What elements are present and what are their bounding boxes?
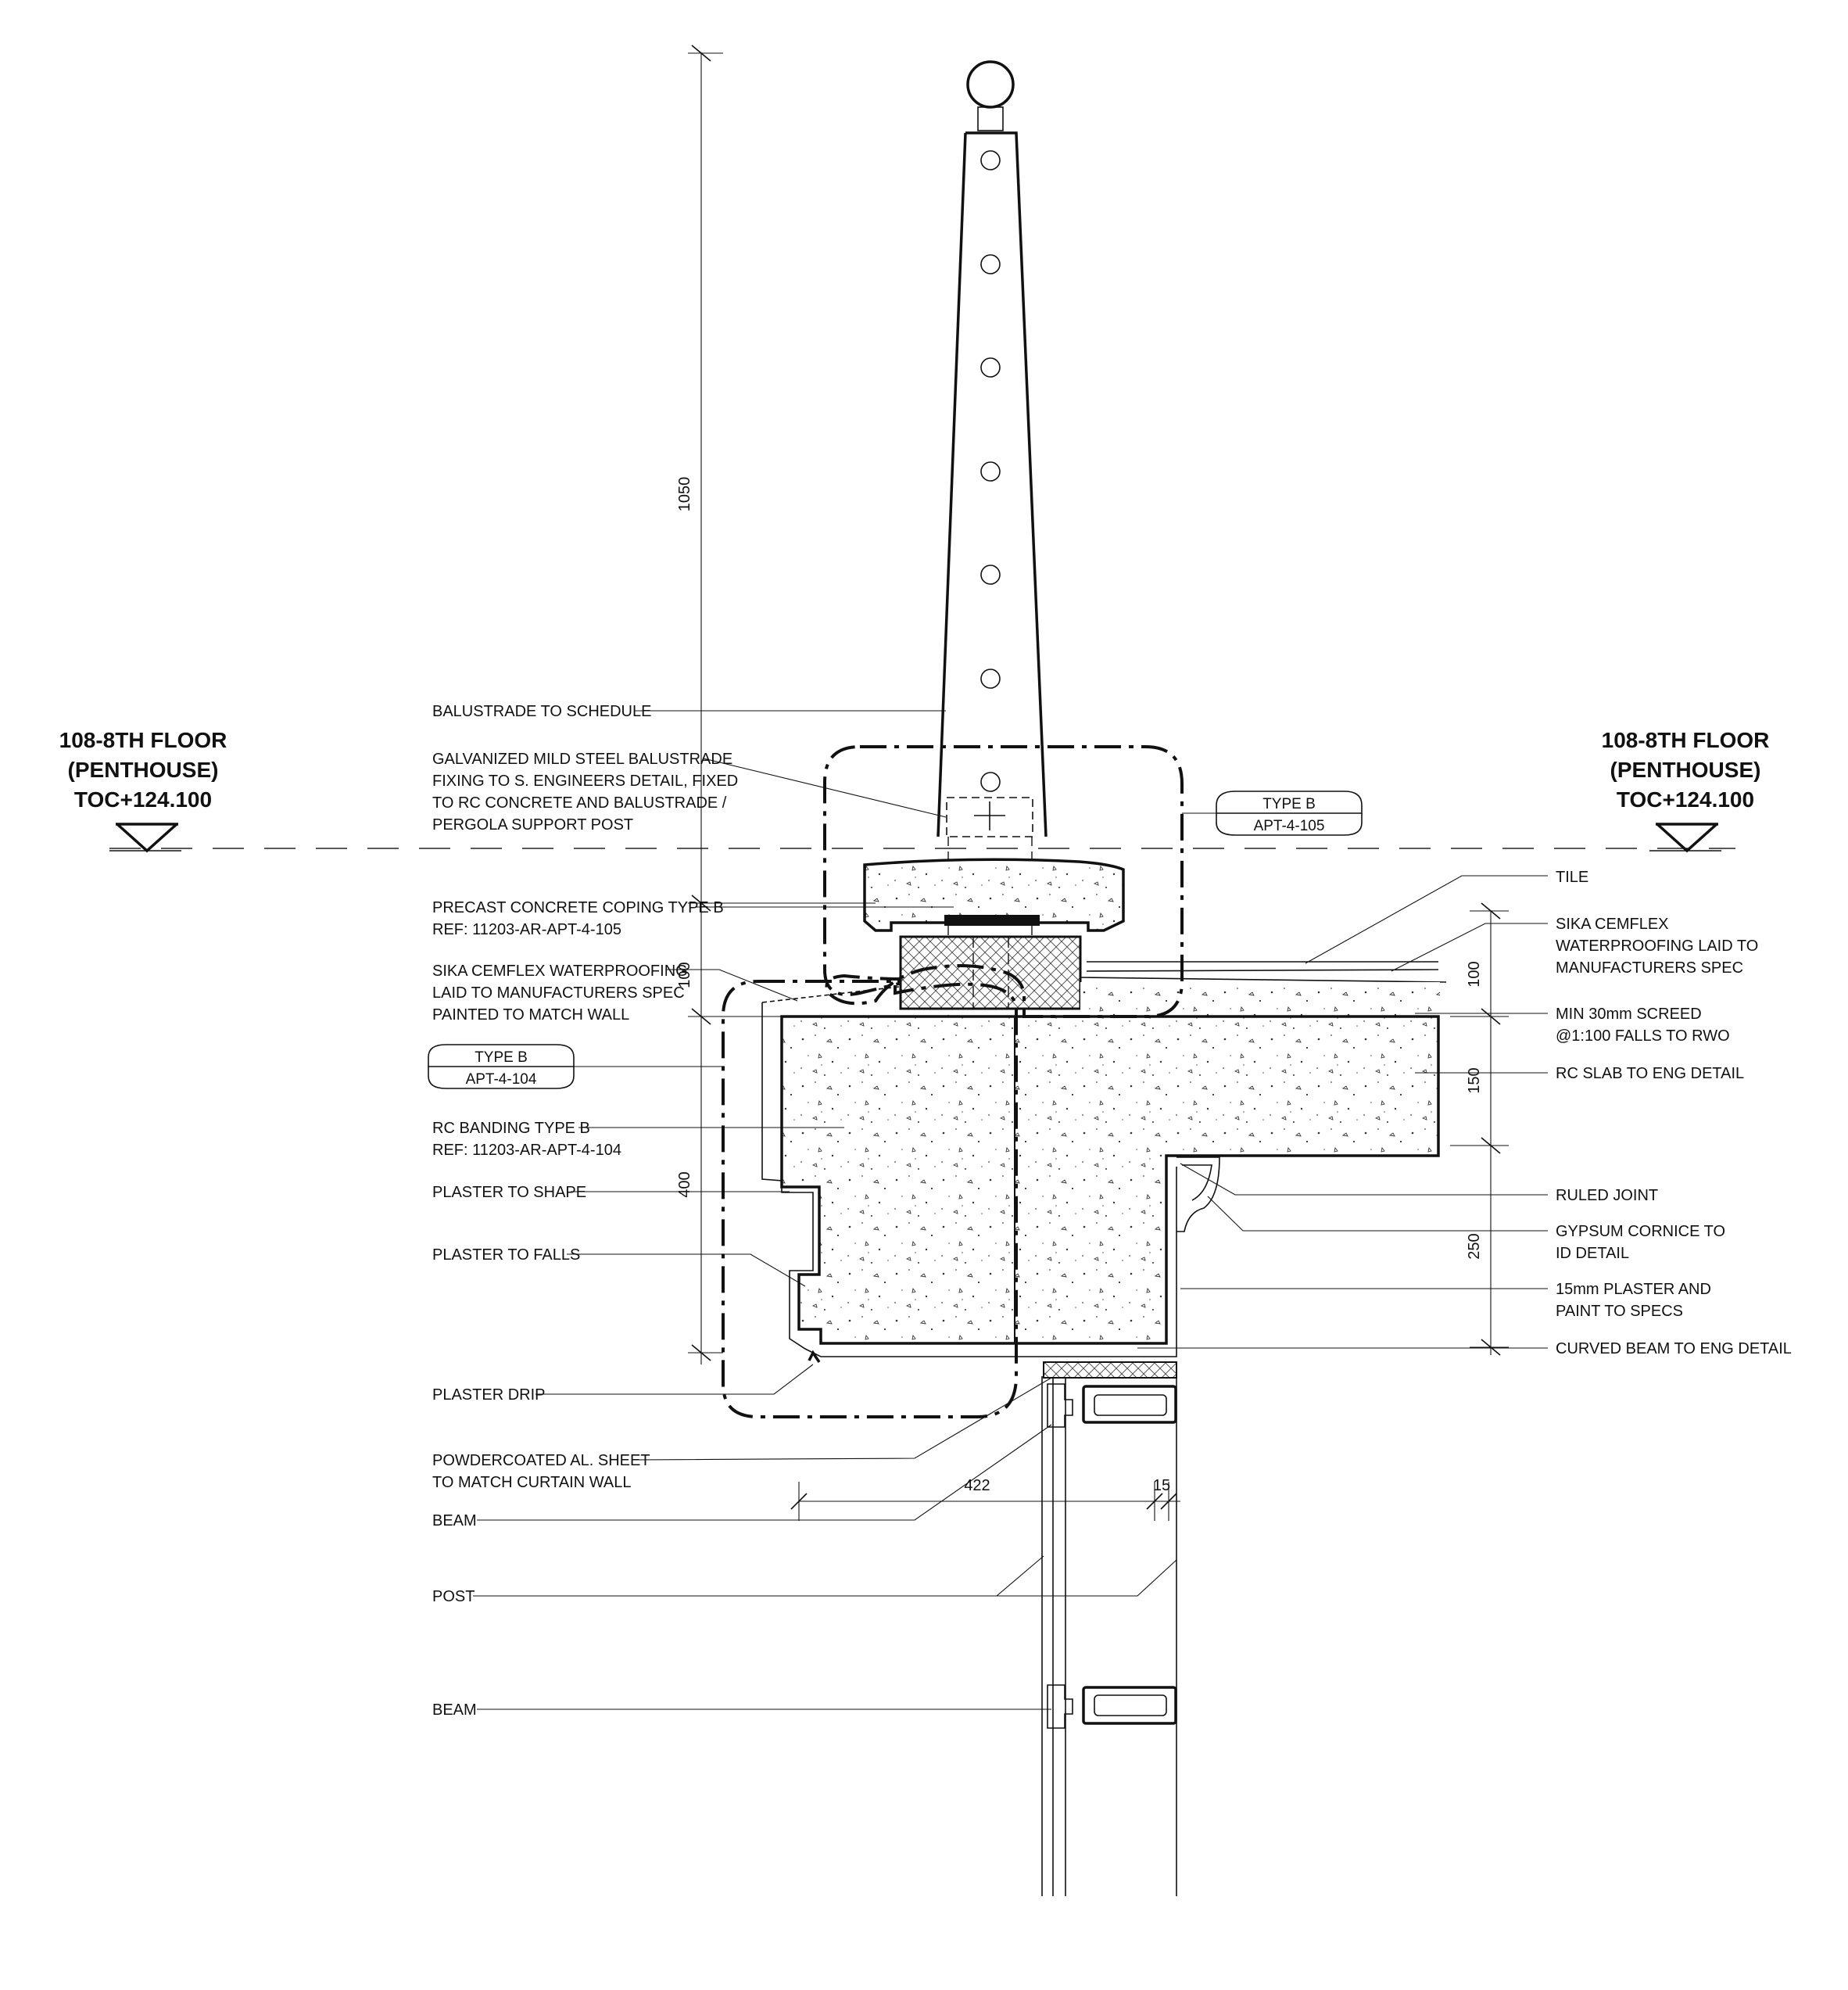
tag-type-b-104: TYPE B APT-4-104 <box>428 1044 723 1089</box>
level-right-line1: 108-8TH FLOOR <box>1602 728 1770 752</box>
label-fixing-3: TO RC CONCRETE AND BALUSTRADE / <box>432 794 727 812</box>
dim-400: 400 <box>676 1171 693 1197</box>
label-balustrade: BALUSTRADE TO SCHEDULE <box>432 703 651 720</box>
label-fixing-1: GALVANIZED MILD STEEL BALUSTRADE <box>432 751 732 768</box>
level-triangle-right <box>1656 823 1718 853</box>
balustrade-finial <box>966 60 1015 109</box>
label-alu-1: POWDERCOATED AL. SHEET <box>432 1452 650 1469</box>
label-ruled-joint: RULED JOINT <box>1556 1187 1658 1204</box>
dim-250: 250 <box>1466 1233 1483 1259</box>
label-fixing-4: PERGOLA SUPPORT POST <box>432 816 633 834</box>
label-sika-left-2: LAID TO MANUFACTURERS SPEC <box>432 984 685 1002</box>
dim-150: 150 <box>1466 1067 1483 1093</box>
label-tile: TILE <box>1556 869 1588 886</box>
curtain-wall <box>1041 1361 1177 1896</box>
label-sika-left-1: SIKA CEMFLEX WATERPROOFING <box>432 963 688 980</box>
level-marker-left: 108-8TH FLOOR (PENTHOUSE) TOC+124.100 <box>59 728 227 853</box>
precast-coping <box>863 858 1125 1010</box>
label-beam-1: BEAM <box>432 1512 477 1529</box>
roof-build-up <box>1080 937 1447 1017</box>
label-plaster-right-1: 15mm PLASTER AND <box>1556 1281 1711 1298</box>
annotations-right: TILE SIKA CEMFLEX WATERPROOFING LAID TO … <box>1137 869 1792 1357</box>
label-sika-right-1: SIKA CEMFLEX <box>1556 916 1669 933</box>
label-sika-right-3: MANUFACTURERS SPEC <box>1556 959 1743 977</box>
gypsum-cornice <box>1176 1156 1220 1232</box>
dim-422: 422 <box>964 1477 990 1494</box>
label-plaster-falls: PLASTER TO FALLS <box>432 1246 580 1264</box>
label-screed-2: @1:100 FALLS TO RWO <box>1556 1027 1730 1045</box>
label-plaster-shape: PLASTER TO SHAPE <box>432 1184 586 1201</box>
tag-105-ref: APT-4-105 <box>1254 818 1325 834</box>
tag-104-ref: APT-4-104 <box>466 1071 537 1088</box>
label-sika-left-3: PAINTED TO MATCH WALL <box>432 1006 629 1024</box>
label-banding-2: REF: 11203-AR-APT-4-104 <box>432 1142 621 1159</box>
label-alu-2: TO MATCH CURTAIN WALL <box>432 1474 631 1491</box>
rc-slab-and-banding <box>780 1015 1440 1345</box>
level-right-line2: (PENTHOUSE) <box>1610 758 1761 782</box>
label-plaster-drip: PLASTER DRIP <box>432 1386 545 1404</box>
level-triangle-left <box>116 823 178 853</box>
label-screed-1: MIN 30mm SCREED <box>1556 1006 1702 1023</box>
level-left-line1: 108-8TH FLOOR <box>59 728 227 752</box>
label-sika-right-2: WATERPROOFING LAID TO <box>1556 938 1758 955</box>
dim-100-left: 100 <box>676 962 693 988</box>
plaster-outline <box>761 1002 1177 1357</box>
label-plaster-right-2: PAINT TO SPECS <box>1556 1303 1683 1320</box>
label-cornice-2: ID DETAIL <box>1556 1245 1629 1262</box>
label-banding-1: RC BANDING TYPE B <box>432 1120 590 1137</box>
tag-type-b-105: TYPE B APT-4-105 <box>1182 791 1363 836</box>
label-coping-2: REF: 11203-AR-APT-4-105 <box>432 921 621 938</box>
label-slab: RC SLAB TO ENG DETAIL <box>1556 1065 1744 1082</box>
dim-100-right: 100 <box>1466 961 1483 987</box>
annotations-left: BALUSTRADE TO SCHEDULE GALVANIZED MILD S… <box>432 703 1177 1719</box>
dimensions: 1050 100 400 100 150 250 422 15 <box>676 45 1509 1521</box>
tag-105-title: TYPE B <box>1262 796 1316 812</box>
level-left-line2: (PENTHOUSE) <box>68 758 219 782</box>
level-marker-right: 108-8TH FLOOR (PENTHOUSE) TOC+124.100 <box>1602 728 1770 853</box>
label-cornice-1: GYPSUM CORNICE TO <box>1556 1223 1725 1240</box>
label-curved-beam: CURVED BEAM TO ENG DETAIL <box>1556 1340 1792 1357</box>
label-fixing-2: FIXING TO S. ENGINEERS DETAIL, FIXED <box>432 773 738 790</box>
label-beam-2: BEAM <box>432 1701 477 1719</box>
dim-1050: 1050 <box>676 477 693 512</box>
label-post: POST <box>432 1588 475 1605</box>
dim-15: 15 <box>1153 1477 1170 1494</box>
callout-outline-banding <box>722 980 1018 1418</box>
tag-104-title: TYPE B <box>475 1049 528 1066</box>
callout-outline-coping <box>823 745 1184 1018</box>
balustrade-post <box>937 131 1048 837</box>
level-right-line3: TOC+124.100 <box>1617 787 1754 812</box>
level-left-line3: TOC+124.100 <box>74 787 212 812</box>
label-coping-1: PRECAST CONCRETE COPING TYPE B <box>432 899 724 916</box>
